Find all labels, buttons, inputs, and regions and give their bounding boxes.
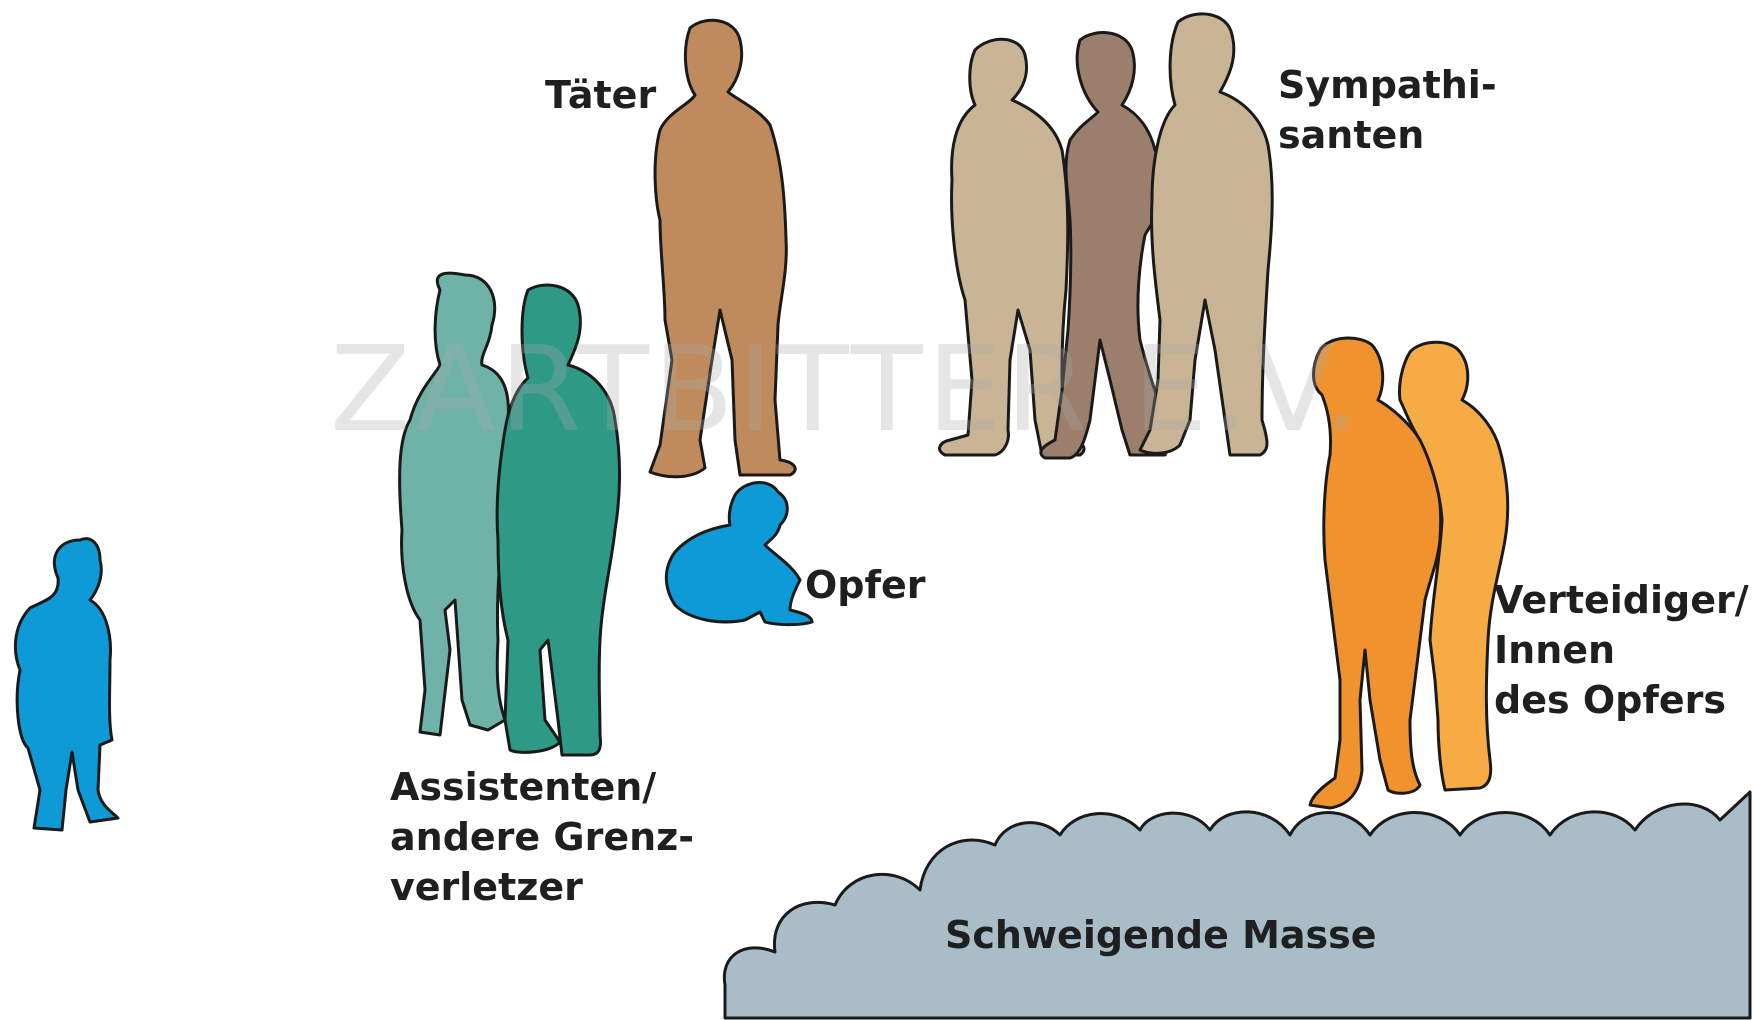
sympathizer-figure-3: [1138, 12, 1274, 457]
perpetrator-figure: [648, 18, 797, 479]
label-opfer: Opfer: [805, 560, 926, 610]
label-verteidiger-line-1: Verteidiger/: [1494, 578, 1749, 622]
child-figure: [13, 537, 120, 832]
label-assistenten-line-1: Assistenten/: [390, 765, 657, 809]
label-verteidiger-line-2: Innen: [1494, 628, 1616, 672]
label-verteidiger-line-3: des Opfers: [1494, 678, 1726, 722]
label-sympathisanten-line-2: santen: [1278, 113, 1425, 157]
label-assistenten-line-3: verletzer: [390, 865, 583, 909]
assistant-figure-1: [398, 271, 511, 737]
sympathizer-figure-1: [938, 37, 1086, 457]
label-taeter: Täter: [545, 70, 656, 120]
label-assistenten: Assistenten/ andere Grenz- verletzer: [390, 762, 694, 912]
label-verteidiger: Verteidiger/ Innen des Opfers: [1494, 575, 1749, 725]
label-assistenten-line-2: andere Grenz-: [390, 815, 695, 859]
label-sympathisanten: Sympathi- santen: [1278, 60, 1497, 160]
silent-mass-cloud: [722, 790, 1752, 1020]
label-sympathisanten-line-1: Sympathi-: [1278, 63, 1497, 107]
label-taeter-text: Täter: [545, 73, 657, 117]
label-opfer-text: Opfer: [805, 563, 926, 607]
label-schweigende-masse-text: Schweigende Masse: [945, 913, 1377, 957]
defender-figure-2: [1398, 340, 1510, 792]
label-schweigende-masse: Schweigende Masse: [945, 910, 1377, 960]
victim-figure: [664, 481, 814, 627]
assistant-figure-2: [495, 283, 622, 757]
